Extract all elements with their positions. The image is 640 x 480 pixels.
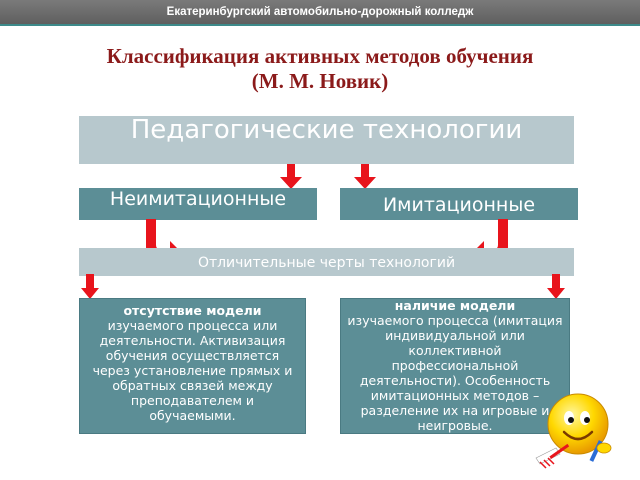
non-imitation-description: отсутствие модели изучаемого процесса ил…	[79, 298, 306, 434]
features-box: Отличительные черты технологий	[79, 248, 574, 276]
arrow-down-desc-right-icon	[547, 274, 565, 299]
title-line-1: Классификация активных методов обучения	[106, 44, 534, 68]
right-desc-text: изучаемого процесса (имитация индивидуал…	[347, 313, 563, 433]
arrow-down-right-icon	[354, 164, 376, 189]
right-desc-bold: наличие модели	[394, 298, 516, 313]
smiley-writing-icon	[535, 393, 612, 469]
left-desc-bold: отсутствие модели	[123, 303, 262, 318]
left-desc-text: изучаемого процесса или деятельности. Ак…	[92, 318, 293, 423]
arrow-down-left-icon	[280, 164, 302, 189]
imitation-description: наличие модели изучаемого процесса (имит…	[340, 298, 570, 434]
college-name: Екатеринбургский автомобильно-дорожный к…	[166, 6, 474, 18]
pedagogical-technologies-box: Педагогические технологии	[79, 116, 574, 164]
imitation-box: Имитационные	[340, 188, 578, 220]
title-line-2: (М. М. Новик)	[251, 69, 389, 93]
arrow-down-desc-left-icon	[81, 274, 99, 299]
slide-title: Классификация активных методов обучения …	[0, 44, 640, 94]
header-bar: Екатеринбургский автомобильно-дорожный к…	[0, 0, 640, 26]
non-imitation-box: Неимитационные	[79, 188, 317, 220]
